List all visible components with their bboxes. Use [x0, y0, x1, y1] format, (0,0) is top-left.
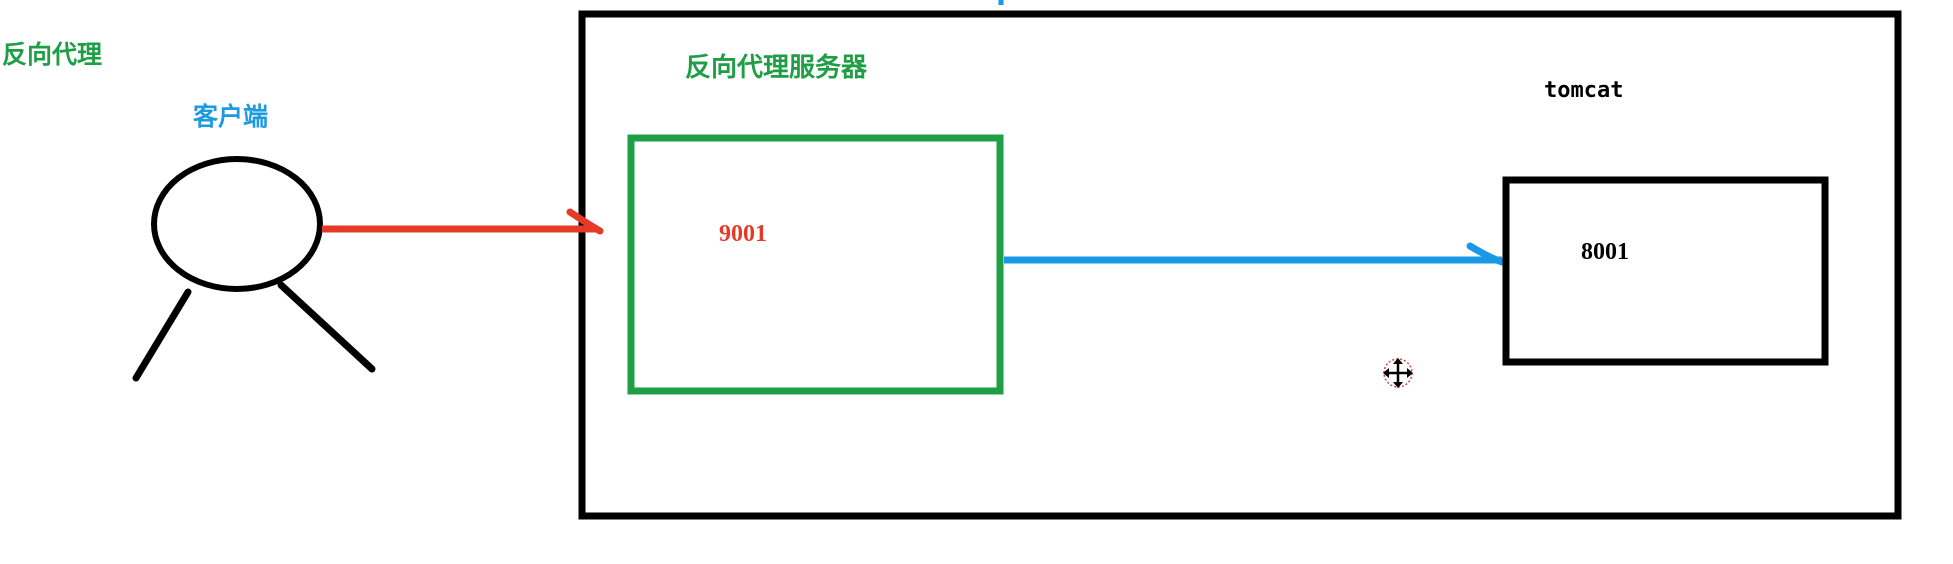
tomcat-box [1502, 176, 1829, 366]
client-right-leg [277, 281, 376, 373]
tomcat-port-label: 8001 [1581, 239, 1629, 265]
proxy-server-title: 反向代理服务器 [685, 53, 868, 83]
tomcat-label: tomcat [1544, 78, 1624, 103]
client-left-leg [132, 288, 192, 382]
forward-arrow-head [1466, 242, 1506, 266]
client-head [151, 156, 323, 292]
server-container-box [578, 10, 1902, 520]
diagram-title: 反向代理 [2, 40, 103, 69]
request-arrow-head [566, 208, 604, 235]
move-cursor-icon [1383, 358, 1413, 388]
proxy-port-label: 9001 [719, 221, 767, 247]
proxy-box [627, 134, 1004, 395]
client-label: 客户端 [193, 102, 269, 131]
